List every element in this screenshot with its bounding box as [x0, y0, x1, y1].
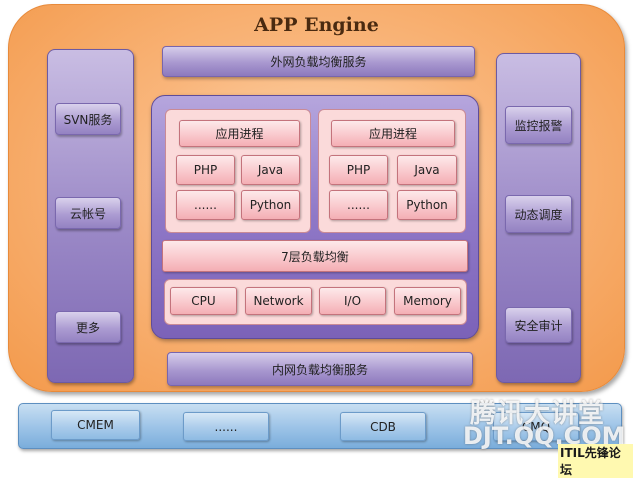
- more-services: 更多: [55, 311, 121, 343]
- dynamic-scheduling: 动态调度: [505, 195, 572, 233]
- external-load-balancer: 外网负载均衡服务: [162, 46, 475, 77]
- monitoring-alert: 监控报警: [505, 106, 572, 144]
- storage-cdb: CDB: [340, 412, 426, 441]
- runtime-java-1: Java: [241, 155, 300, 185]
- resource-io: I/O: [319, 287, 386, 315]
- runtime-php-2: PHP: [329, 155, 388, 185]
- resource-network: Network: [245, 287, 312, 315]
- storage-more: ......: [183, 412, 269, 441]
- process-title-1: 应用进程: [179, 120, 300, 147]
- resource-cpu: CPU: [170, 287, 237, 315]
- runtime-php-1: PHP: [176, 155, 235, 185]
- storage-cmem: CMEM: [51, 410, 140, 440]
- runtime-python-2: Python: [397, 190, 457, 220]
- process-title-2: 应用进程: [331, 120, 455, 147]
- storage-cmq: CMQ: [493, 412, 579, 441]
- runtime-java-2: Java: [397, 155, 457, 185]
- security-audit: 安全审计: [505, 307, 572, 343]
- runtime-python-1: Python: [241, 190, 300, 220]
- layer7-load-balancer: 7层负载均衡: [162, 240, 468, 272]
- svn-service: SVN服务: [55, 103, 121, 135]
- cloud-account: 云帐号: [55, 197, 121, 229]
- resource-memory: Memory: [394, 287, 461, 315]
- runtime-more-2: ......: [329, 190, 388, 220]
- watermark-tencent: 腾讯大讲堂: [470, 399, 606, 429]
- watermark-itil: ITIL先锋论坛: [558, 444, 633, 478]
- diagram-title: APP Engine: [254, 14, 379, 36]
- internal-load-balancer: 内网负载均衡服务: [167, 352, 473, 386]
- runtime-more-1: ......: [176, 190, 235, 220]
